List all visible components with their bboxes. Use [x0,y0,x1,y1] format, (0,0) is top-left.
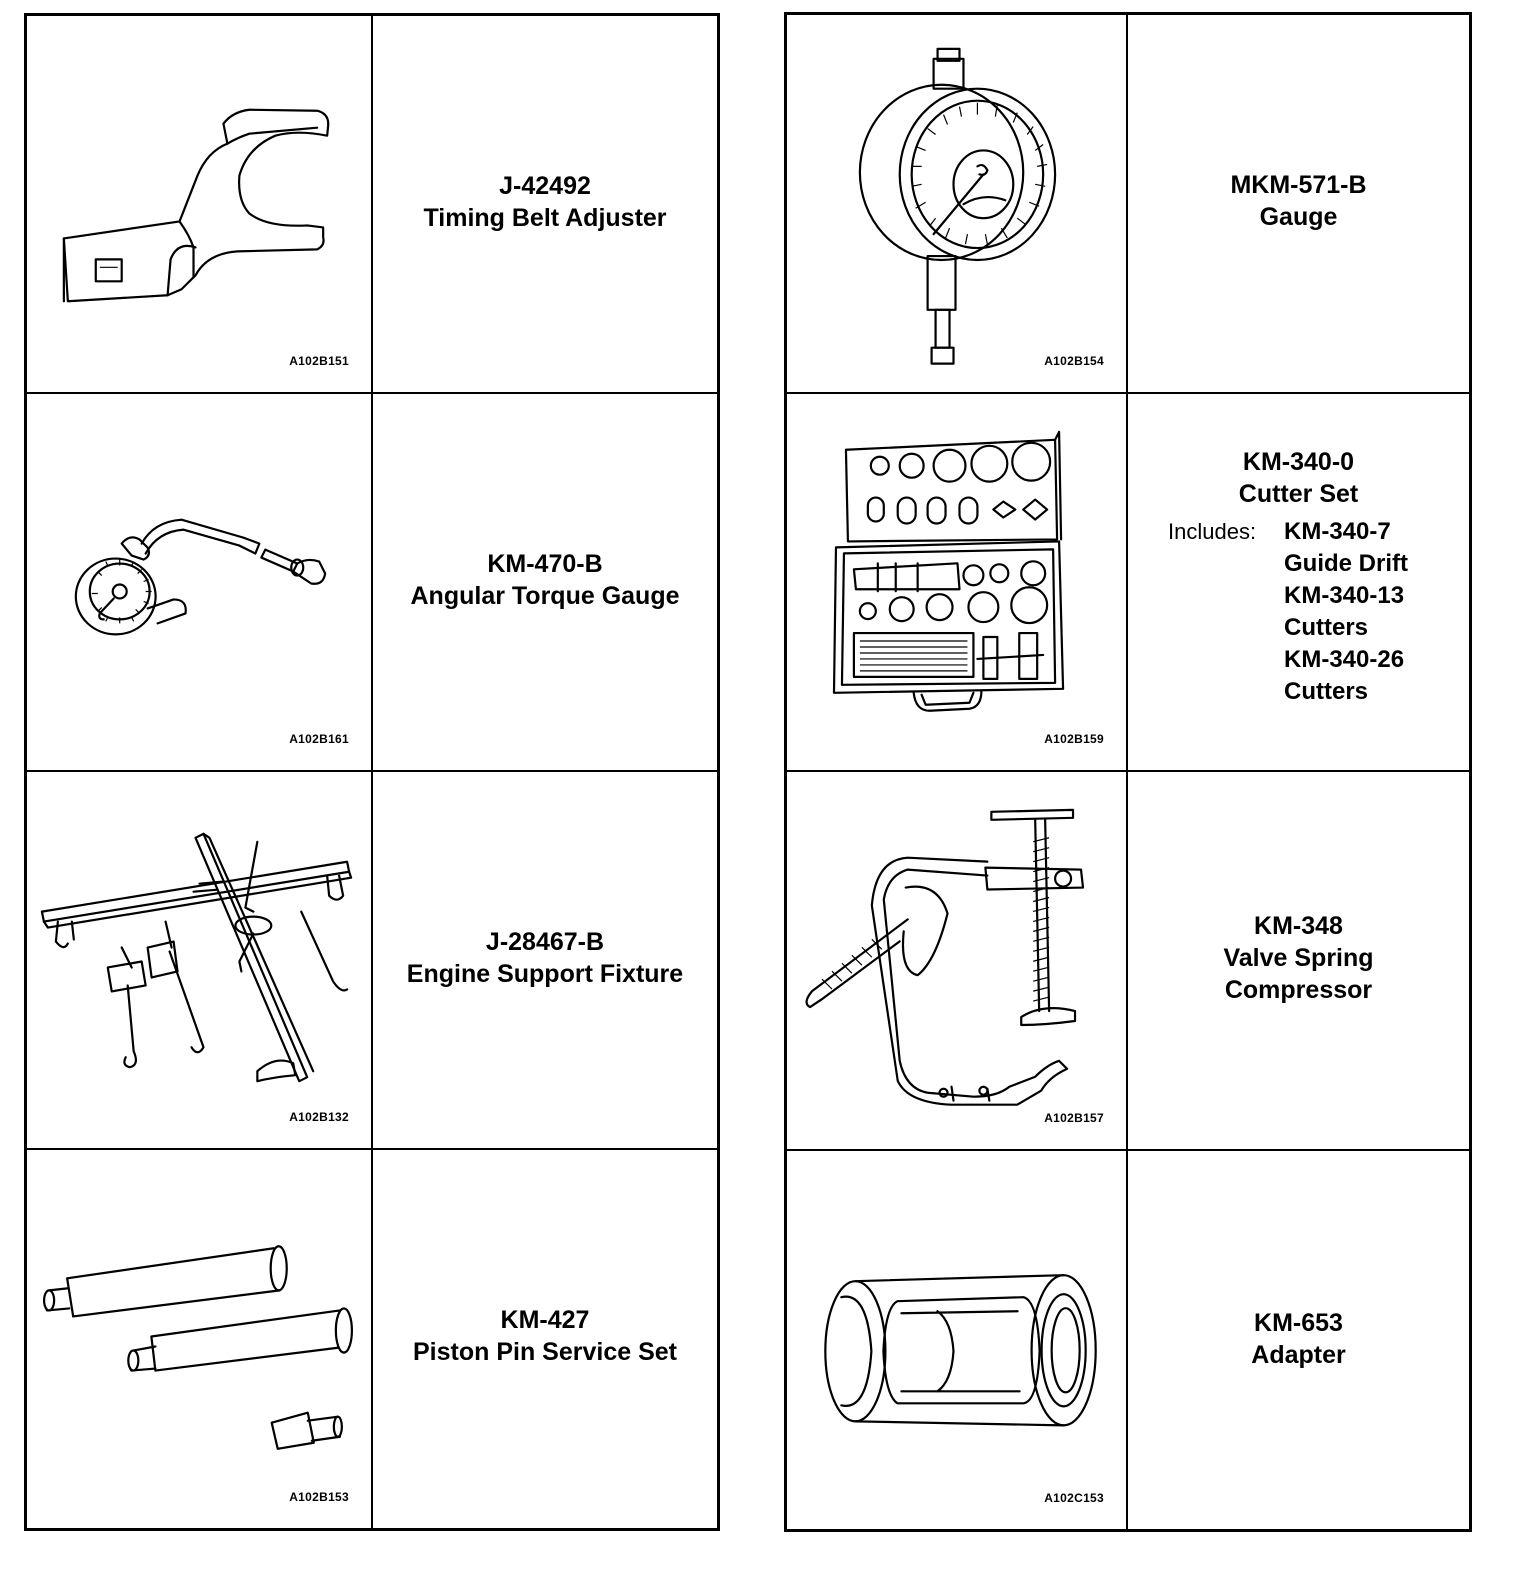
tool-code: KM-427 [500,1306,590,1334]
figure-id: A102B159 [1044,732,1104,746]
tool-description-cell: KM-653 Adapter [1128,1151,1469,1530]
figure-id: A102B151 [289,354,349,368]
includes-label: Includes: [1168,518,1257,544]
tool-description-cell: J-42492 Timing Belt Adjuster [373,16,717,394]
included-item-code: KM-340-13 [1284,581,1405,609]
valve-spring-compressor-icon [805,808,1085,1106]
tool-description-cell: KM-340-0 Cutter Set Includes: KM-340-7 G… [1128,394,1469,772]
tool-code: KM-348 [1254,912,1343,940]
dial-gauge-icon [858,47,1057,365]
figure-id: A102B132 [289,1110,349,1124]
tool-name: Timing Belt Adjuster [423,204,667,232]
tool-description-cell: J-28467-B Engine Support Fixture [373,772,717,1150]
tool-name-line: Compressor [1224,976,1373,1004]
tool-description-cell: KM-427 Piston Pin Service Set [373,1150,717,1528]
tool-image-cell: A102B161 [27,394,373,772]
tool-description-cell: KM-348 Valve Spring Compressor [1128,772,1469,1151]
tool-image-cell: A102B132 [27,772,373,1150]
tool-name: Gauge [1259,203,1338,231]
included-item-name: Guide Drift [1284,549,1408,577]
tool-name: Angular Torque Gauge [410,582,680,610]
included-item-name: Cutters [1284,613,1369,641]
tool-table-left: A102B151 J-42492 Timing Belt Adjuster A1… [24,13,720,1531]
tool-image-cell: A102B151 [27,16,373,394]
tool-code: J-42492 [499,172,591,200]
tool-code: KM-470-B [487,550,603,578]
tool-image-cell: A102B153 [27,1150,373,1528]
included-item-name: Cutters [1284,677,1369,705]
tool-description-cell: MKM-571-B Gauge [1128,15,1469,394]
figure-id: A102B157 [1044,1110,1104,1125]
tool-name: Piston Pin Service Set [413,1338,677,1366]
adapter-icon [824,1273,1097,1426]
tool-code: MKM-571-B [1230,171,1367,199]
tool-image-cell: A102B154 [787,15,1128,394]
timing-belt-adjuster-icon [62,108,330,303]
piston-pin-service-set-icon [42,1245,354,1450]
figure-id: A102B154 [1044,353,1104,368]
tool-code: KM-340-0 [1242,447,1355,476]
tool-name: Adapter [1251,1340,1346,1369]
figure-id: A102B161 [289,732,349,746]
tool-table-right: A102B154 MKM-571-B Gauge [784,12,1472,1532]
tool-image-cell: A102C153 [787,1150,1128,1529]
included-item-code: KM-340-26 [1284,645,1405,673]
tool-code: KM-653 [1254,1308,1343,1337]
included-item-code: KM-340-7 [1284,517,1391,545]
tool-image-cell: A102B157 [787,772,1128,1151]
tool-description-cell: KM-470-B Angular Torque Gauge [373,394,717,772]
angular-torque-gauge-icon [74,518,327,636]
tool-code: J-28467-B [485,928,605,956]
figure-id: A102B153 [289,1490,349,1504]
tool-name: Engine Support Fixture [406,960,684,988]
tool-name: Cutter Set [1238,479,1359,508]
engine-support-fixture-icon [40,832,353,1083]
tool-image-cell: A102B159 [787,393,1128,772]
figure-id: A102C153 [1044,1491,1104,1505]
tool-name-line: Valve Spring [1223,944,1374,972]
cutter-set-case-icon [832,430,1065,712]
